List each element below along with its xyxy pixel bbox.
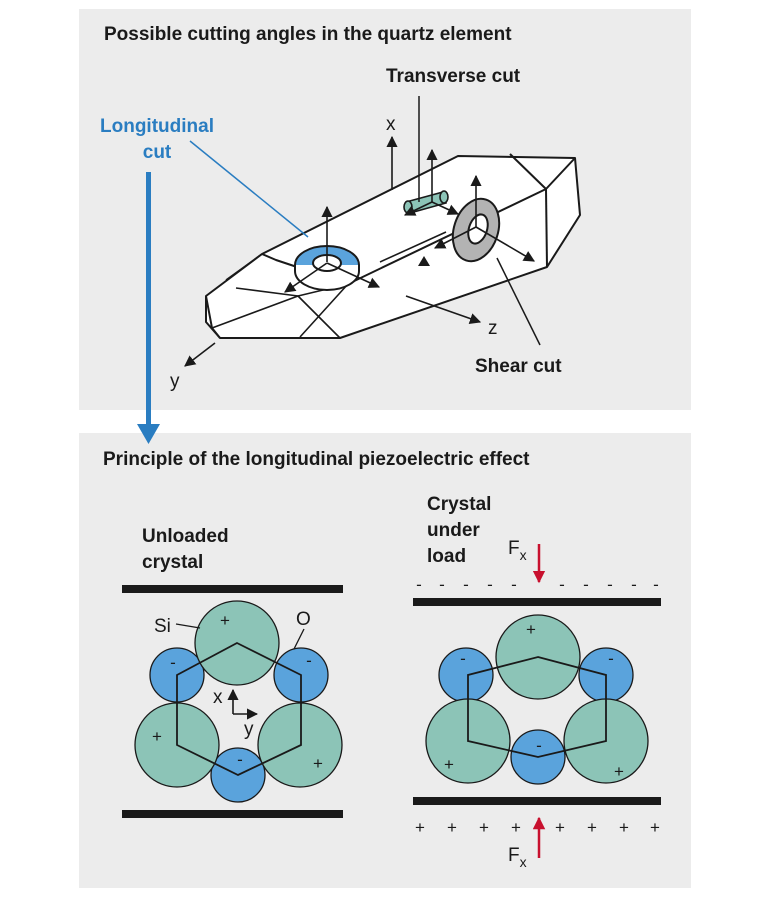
connector-arrow-head-icon [137,424,160,444]
longitudinal-leader-line [189,140,309,238]
force-subscript: x [520,547,527,563]
plus-sign: + [619,818,629,837]
loaded-hexagon [467,656,607,758]
minus-sign: - [607,575,613,594]
minus-sign: - [487,575,493,594]
longitudinal-cut-label-line1: Longitudinal [100,116,214,137]
plus-sign: + [511,818,521,837]
axis-x-label: x [386,114,396,135]
unloaded-hexagon [176,641,302,776]
loaded-lattice [425,614,649,785]
o-leader-line [293,628,305,650]
plus-sign: + [650,818,660,837]
force-symbol: F [508,845,520,866]
crystal-axis-arrows [184,135,535,367]
bottom-surface-charge-row: + + + + + + + + [415,818,660,837]
minus-sign: - [583,575,589,594]
shear-leader-line [496,257,541,346]
axis-y-label: y [170,371,180,392]
plus-sign: + [415,818,425,837]
minus-sign: - [170,653,176,672]
lattice-axis-y-label: y [244,719,254,740]
minus-sign: - [511,575,517,594]
force-label-bottom: Fx [508,845,527,870]
plus-sign: + [614,762,624,781]
si-leader-line [175,623,201,629]
lattice-axis-x-label: x [213,687,223,708]
connector-arrow-shaft [146,172,151,426]
minus-sign: - [439,575,445,594]
minus-sign: - [237,750,243,769]
electrode-bottom-unloaded [122,810,343,818]
shear-cut-element [451,197,501,263]
force-subscript: x [520,854,527,870]
unloaded-crystal-label-line2: crystal [142,552,203,573]
minus-sign: - [631,575,637,594]
longitudinal-cut-label-line2: cut [143,142,172,163]
minus-sign: - [653,575,659,594]
shear-cut-label: Shear cut [475,356,562,377]
force-label-top: Fx [508,538,527,563]
axis-z-label: z [488,318,498,339]
top-panel-title: Possible cutting angles in the quartz el… [104,24,512,45]
oxygen-atom [438,647,494,703]
o-label: O [296,609,311,630]
loaded-charge-signs: + + + - - - [444,620,624,781]
loaded-crystal-label-line2: under [427,520,480,541]
plus-sign: + [313,754,323,773]
si-label: Si [154,616,171,637]
plus-sign: + [444,755,454,774]
plus-sign: + [555,818,565,837]
loaded-crystal-label-line3: load [427,546,466,567]
minus-sign: - [536,736,542,755]
force-symbol: F [508,538,520,559]
plus-sign: + [152,727,162,746]
unloaded-charge-signs: + + + - - - [152,611,323,773]
unloaded-crystal-label-line1: Unloaded [142,526,229,547]
electrode-top-loaded [413,598,661,606]
loaded-crystal-label-line1: Crystal [427,494,491,515]
quartz-crystal [205,153,581,339]
minus-sign: - [608,649,614,668]
unloaded-lattice [134,600,343,803]
transverse-cut-label: Transverse cut [386,66,521,87]
plus-sign: + [479,818,489,837]
electrode-top-unloaded [122,585,343,593]
minus-sign: - [306,651,312,670]
minus-sign: - [463,575,469,594]
shear-direction-icon [418,256,430,266]
bottom-panel-title: Principle of the longitudinal piezoelect… [103,449,530,470]
electrode-bottom-loaded [413,797,661,805]
plus-sign: + [526,620,536,639]
plus-sign: + [587,818,597,837]
plus-sign: + [447,818,457,837]
minus-sign: - [416,575,422,594]
top-surface-charge-row: - - - - - - - - - - [416,575,659,594]
plus-sign: + [220,611,230,630]
minus-sign: - [559,575,565,594]
minus-sign: - [460,649,466,668]
unloaded-axes [227,688,259,720]
